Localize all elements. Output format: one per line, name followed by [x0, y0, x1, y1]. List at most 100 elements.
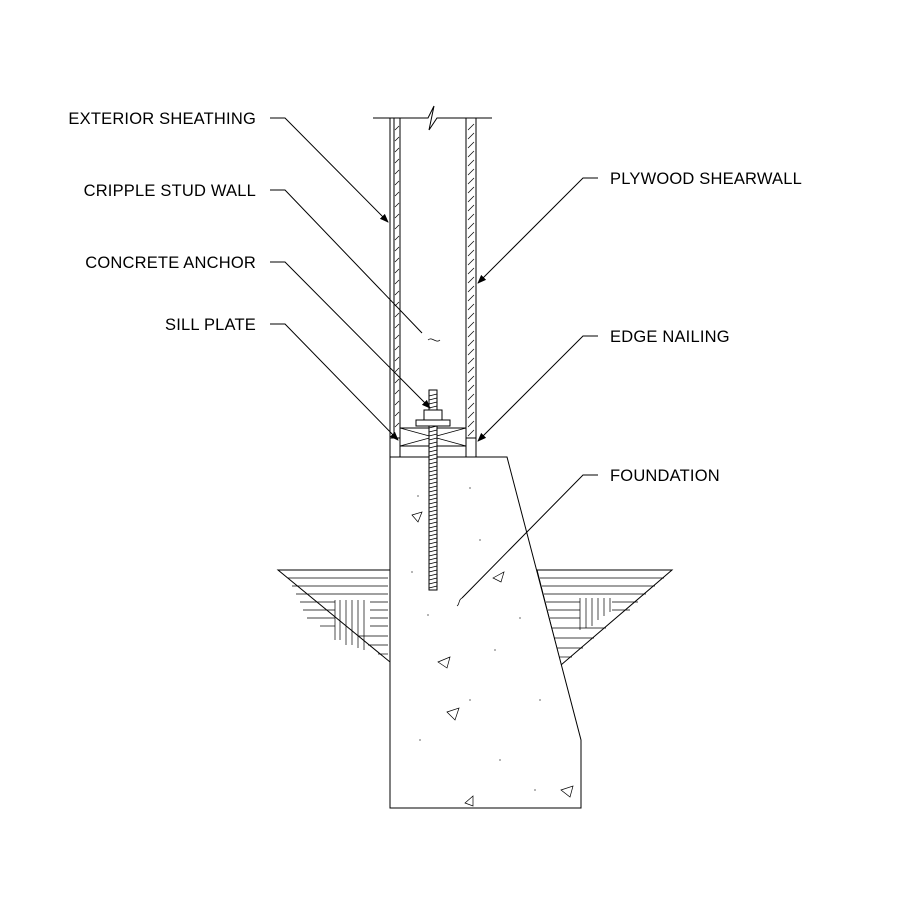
hatch-line	[428, 397, 438, 401]
hatch-line	[467, 402, 475, 410]
hatch-line	[428, 393, 438, 397]
hatch-line	[428, 569, 438, 573]
hatch-line	[428, 549, 438, 553]
concrete-aggregate	[411, 511, 574, 807]
hatch-line	[428, 561, 438, 565]
hatch-line	[394, 268, 400, 274]
hatch-line	[394, 389, 400, 395]
hatch-line	[467, 375, 475, 383]
hatch-line	[428, 433, 438, 437]
leader-concrete-anchor	[270, 261, 431, 409]
hatch-line	[428, 485, 438, 489]
hatch-line	[467, 213, 475, 221]
hatch-line	[467, 231, 475, 239]
hatch-line	[428, 529, 438, 533]
hatch-line	[394, 125, 400, 131]
hatch-line	[428, 481, 438, 485]
hatch-line	[394, 356, 400, 362]
hatch-line	[394, 400, 400, 406]
hatch-line	[467, 150, 475, 158]
hatch-line	[428, 517, 438, 521]
leader-edge-nailing	[477, 335, 598, 442]
hatch-line	[394, 224, 400, 230]
hatch-line	[394, 422, 400, 428]
label-plywood-shearwall: PLYWOOD SHEARWALL	[610, 170, 802, 188]
hatch-line	[394, 147, 400, 153]
label-exterior-sheathing: EXTERIOR SHEATHING	[68, 110, 256, 128]
hatch-line	[394, 378, 400, 384]
soil-right	[536, 569, 674, 666]
hatch-line	[428, 577, 438, 581]
hatch-line	[428, 477, 438, 481]
hatch-line	[428, 505, 438, 509]
hatch-line	[467, 321, 475, 329]
hatch-line	[394, 323, 400, 329]
hatch-line	[467, 339, 475, 347]
hatch-line	[428, 565, 438, 569]
hatch-line	[394, 191, 400, 197]
hatch-line	[467, 312, 475, 320]
hatch-line	[394, 169, 400, 175]
label-edge-nailing: EDGE NAILING	[610, 328, 730, 346]
hatch-line	[394, 345, 400, 351]
hatch-line	[394, 257, 400, 263]
concrete-speckle	[411, 487, 541, 791]
hatch-line	[428, 581, 438, 585]
hatch-line	[428, 449, 438, 453]
leader-exterior-sheathing	[270, 117, 389, 223]
hatch-line	[428, 437, 438, 441]
hatch-line	[467, 429, 475, 437]
hatch-line	[428, 469, 438, 473]
concrete-anchor	[415, 389, 451, 591]
plywood-hatch	[467, 123, 475, 437]
label-cripple-stud-wall: CRIPPLE STUD WALL	[84, 182, 256, 200]
hatch-line	[428, 573, 438, 577]
hatch-line	[467, 258, 475, 266]
hatch-line	[428, 497, 438, 501]
hatch-line	[428, 533, 438, 537]
hatch-line	[428, 493, 438, 497]
hatch-line	[394, 334, 400, 340]
hatch-line	[394, 312, 400, 318]
hatch-line	[467, 267, 475, 275]
soil-left	[276, 569, 391, 664]
hatch-line	[394, 158, 400, 164]
labels: EXTERIOR SHEATHING CRIPPLE STUD WALL CON…	[68, 110, 802, 485]
hatch-line	[394, 180, 400, 186]
hatch-line	[428, 457, 438, 461]
hatch-line	[428, 513, 438, 517]
cripple-stud-wall	[373, 105, 492, 457]
foundation	[389, 456, 582, 809]
hatch-line	[394, 290, 400, 296]
hatch-line	[467, 132, 475, 140]
leader-sill-plate	[270, 323, 399, 441]
hatch-line	[428, 525, 438, 529]
hatch-line	[428, 521, 438, 525]
hatch-line	[467, 384, 475, 392]
hatch-line	[428, 465, 438, 469]
hatch-line	[467, 366, 475, 374]
leader-cripple-stud-wall	[270, 189, 423, 334]
hatch-line	[394, 367, 400, 373]
hatch-line	[428, 541, 438, 545]
hatch-line	[428, 501, 438, 505]
hatch-line	[467, 204, 475, 212]
hatch-line	[428, 489, 438, 493]
hatch-line	[428, 445, 438, 449]
hatch-line	[467, 159, 475, 167]
hatch-line	[467, 123, 475, 131]
exterior-sheathing-hatch	[394, 125, 400, 428]
label-concrete-anchor: CONCRETE ANCHOR	[85, 254, 256, 272]
hatch-line	[394, 136, 400, 142]
hatch-line	[428, 545, 438, 549]
hatch-line	[467, 393, 475, 401]
hatch-line	[394, 279, 400, 285]
hatch-line	[467, 222, 475, 230]
hatch-line	[467, 195, 475, 203]
hatch-line	[467, 330, 475, 338]
label-sill-plate: SILL PLATE	[165, 316, 256, 334]
hatch-line	[467, 420, 475, 428]
hatch-line	[467, 276, 475, 284]
leader-foundation	[461, 474, 598, 599]
